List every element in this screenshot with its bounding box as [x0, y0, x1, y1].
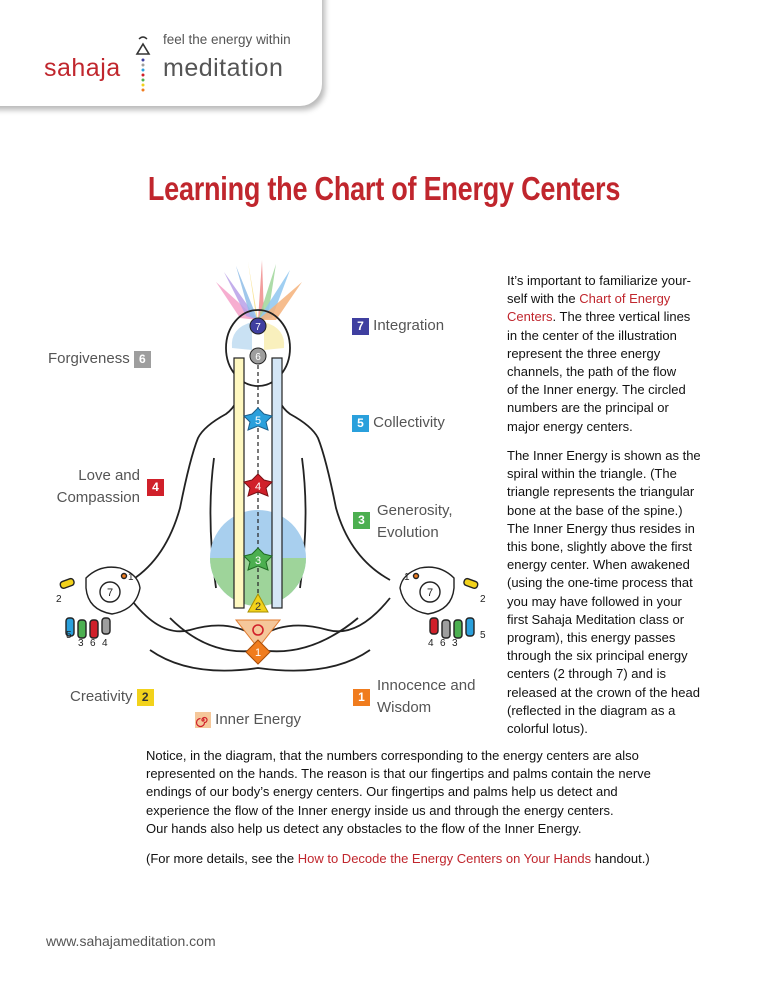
svg-text:4: 4: [428, 638, 434, 649]
intro-paragraph: It’s important to familiarize your- self…: [507, 273, 691, 434]
label-creativity: Creativity 2: [70, 686, 154, 708]
svg-text:5: 5: [480, 630, 486, 641]
label-love-compassion: Love and Compassion: [56, 467, 140, 506]
spiral-icon: [195, 712, 211, 729]
label-collectivity: 5 Collectivity: [352, 412, 445, 434]
svg-text:5: 5: [66, 630, 72, 641]
decode-hands-handout-link[interactable]: How to Decode the Energy Centers on Your…: [297, 851, 592, 866]
svg-text:3: 3: [255, 555, 261, 567]
badge-3: 3: [353, 512, 370, 529]
svg-text:7: 7: [427, 587, 433, 599]
center-chakra-3: 3: [243, 547, 273, 571]
svg-text:7: 7: [107, 587, 113, 599]
crown-lotus-icon: [216, 260, 302, 320]
footer-url[interactable]: www.sahajameditation.com: [46, 933, 216, 949]
page-title: Learning the Chart of Energy Centers: [147, 170, 621, 207]
left-hand: [59, 566, 141, 639]
center-chakra-2: 2: [247, 592, 269, 613]
badge-4: 4: [147, 479, 164, 496]
chart-of-energy-centers-link-cont[interactable]: Centers: [507, 309, 553, 325]
badge-7: 7: [352, 317, 369, 335]
svg-text:7: 7: [255, 322, 261, 333]
svg-text:6: 6: [440, 638, 446, 649]
svg-text:1: 1: [404, 572, 410, 583]
brand-tagline: feel the energy within: [163, 32, 291, 47]
svg-text:2: 2: [255, 601, 261, 613]
badge-1: 1: [353, 689, 370, 706]
center-chakra-5: 5: [243, 407, 273, 431]
svg-text:2: 2: [56, 594, 62, 605]
center-chakra-6: 6: [249, 347, 267, 365]
svg-text:1: 1: [255, 647, 261, 659]
svg-text:4: 4: [255, 481, 261, 493]
center-chakra-7: 7: [249, 317, 267, 335]
chart-of-energy-centers-link[interactable]: Chart of Energy: [579, 291, 671, 307]
svg-text:2: 2: [480, 594, 486, 605]
details-note: (For more details, see the How to Decode…: [146, 851, 650, 866]
brand-name-left: sahaja: [44, 54, 121, 82]
label-innocence-wisdom: Innocence and Wisdom: [377, 677, 476, 716]
label-generosity-evolution: Generosity, Evolution: [377, 502, 453, 541]
inner-energy-paragraph: The Inner Energy is shown as the spiral …: [507, 448, 701, 737]
svg-text:1: 1: [128, 572, 134, 583]
svg-text:4: 4: [102, 638, 108, 649]
brand-name-right: meditation: [163, 54, 284, 82]
svg-text:3: 3: [452, 638, 458, 649]
brand-header: [0, 0, 322, 106]
brand-logo-mark-icon: [135, 36, 151, 92]
badge-6: 6: [133, 350, 151, 368]
svg-text:6: 6: [90, 638, 96, 649]
label-integration: 7 Integration: [352, 315, 444, 337]
center-chakra-1: 1: [245, 639, 271, 665]
hands-paragraph: Notice, in the diagram, that the numbers…: [146, 748, 651, 836]
svg-text:3: 3: [78, 638, 84, 649]
center-chakra-4: 4: [243, 473, 273, 497]
energy-centers-diagram: 7 6 5 4 3 2 1 7 1 2 5 3 6 4 7 1 2 5 4 6 …: [56, 260, 486, 672]
label-forgiveness: Forgiveness 6: [48, 348, 151, 370]
svg-text:6: 6: [255, 352, 261, 363]
svg-text:5: 5: [255, 415, 261, 427]
badge-5: 5: [352, 414, 369, 432]
badge-2: 2: [136, 688, 154, 706]
label-inner-energy: Inner Energy: [195, 709, 301, 731]
right-hand: [399, 566, 479, 639]
